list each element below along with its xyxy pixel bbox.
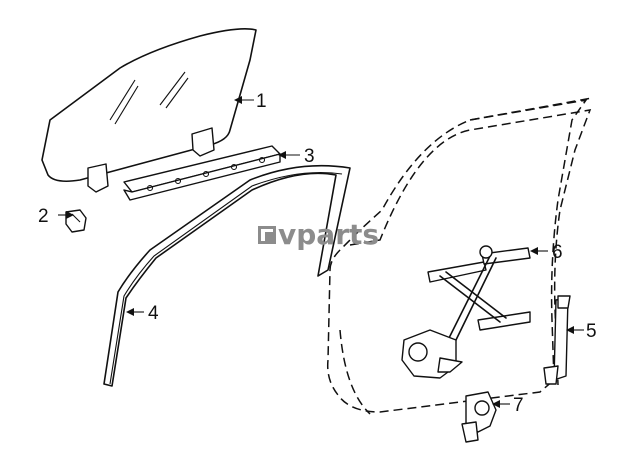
callout-1: 1 [256, 91, 267, 112]
callout-4: 4 [148, 303, 159, 324]
window-regulator [401, 245, 531, 379]
callout-5: 5 [586, 321, 597, 342]
leader-lines [58, 96, 584, 408]
callout-7: 7 [513, 395, 524, 416]
run-channel [103, 164, 351, 387]
callout-3: 3 [304, 146, 315, 167]
watermark-icon [258, 226, 276, 244]
callout-2: 2 [38, 206, 49, 227]
window-motor [461, 391, 497, 443]
callout-6: 6 [552, 242, 563, 263]
door-glass [41, 28, 257, 193]
regulator-guide [543, 295, 571, 385]
watermark-logo: vparts [258, 218, 379, 251]
watermark-text: vparts [278, 218, 379, 251]
door-shell [326, 97, 593, 415]
